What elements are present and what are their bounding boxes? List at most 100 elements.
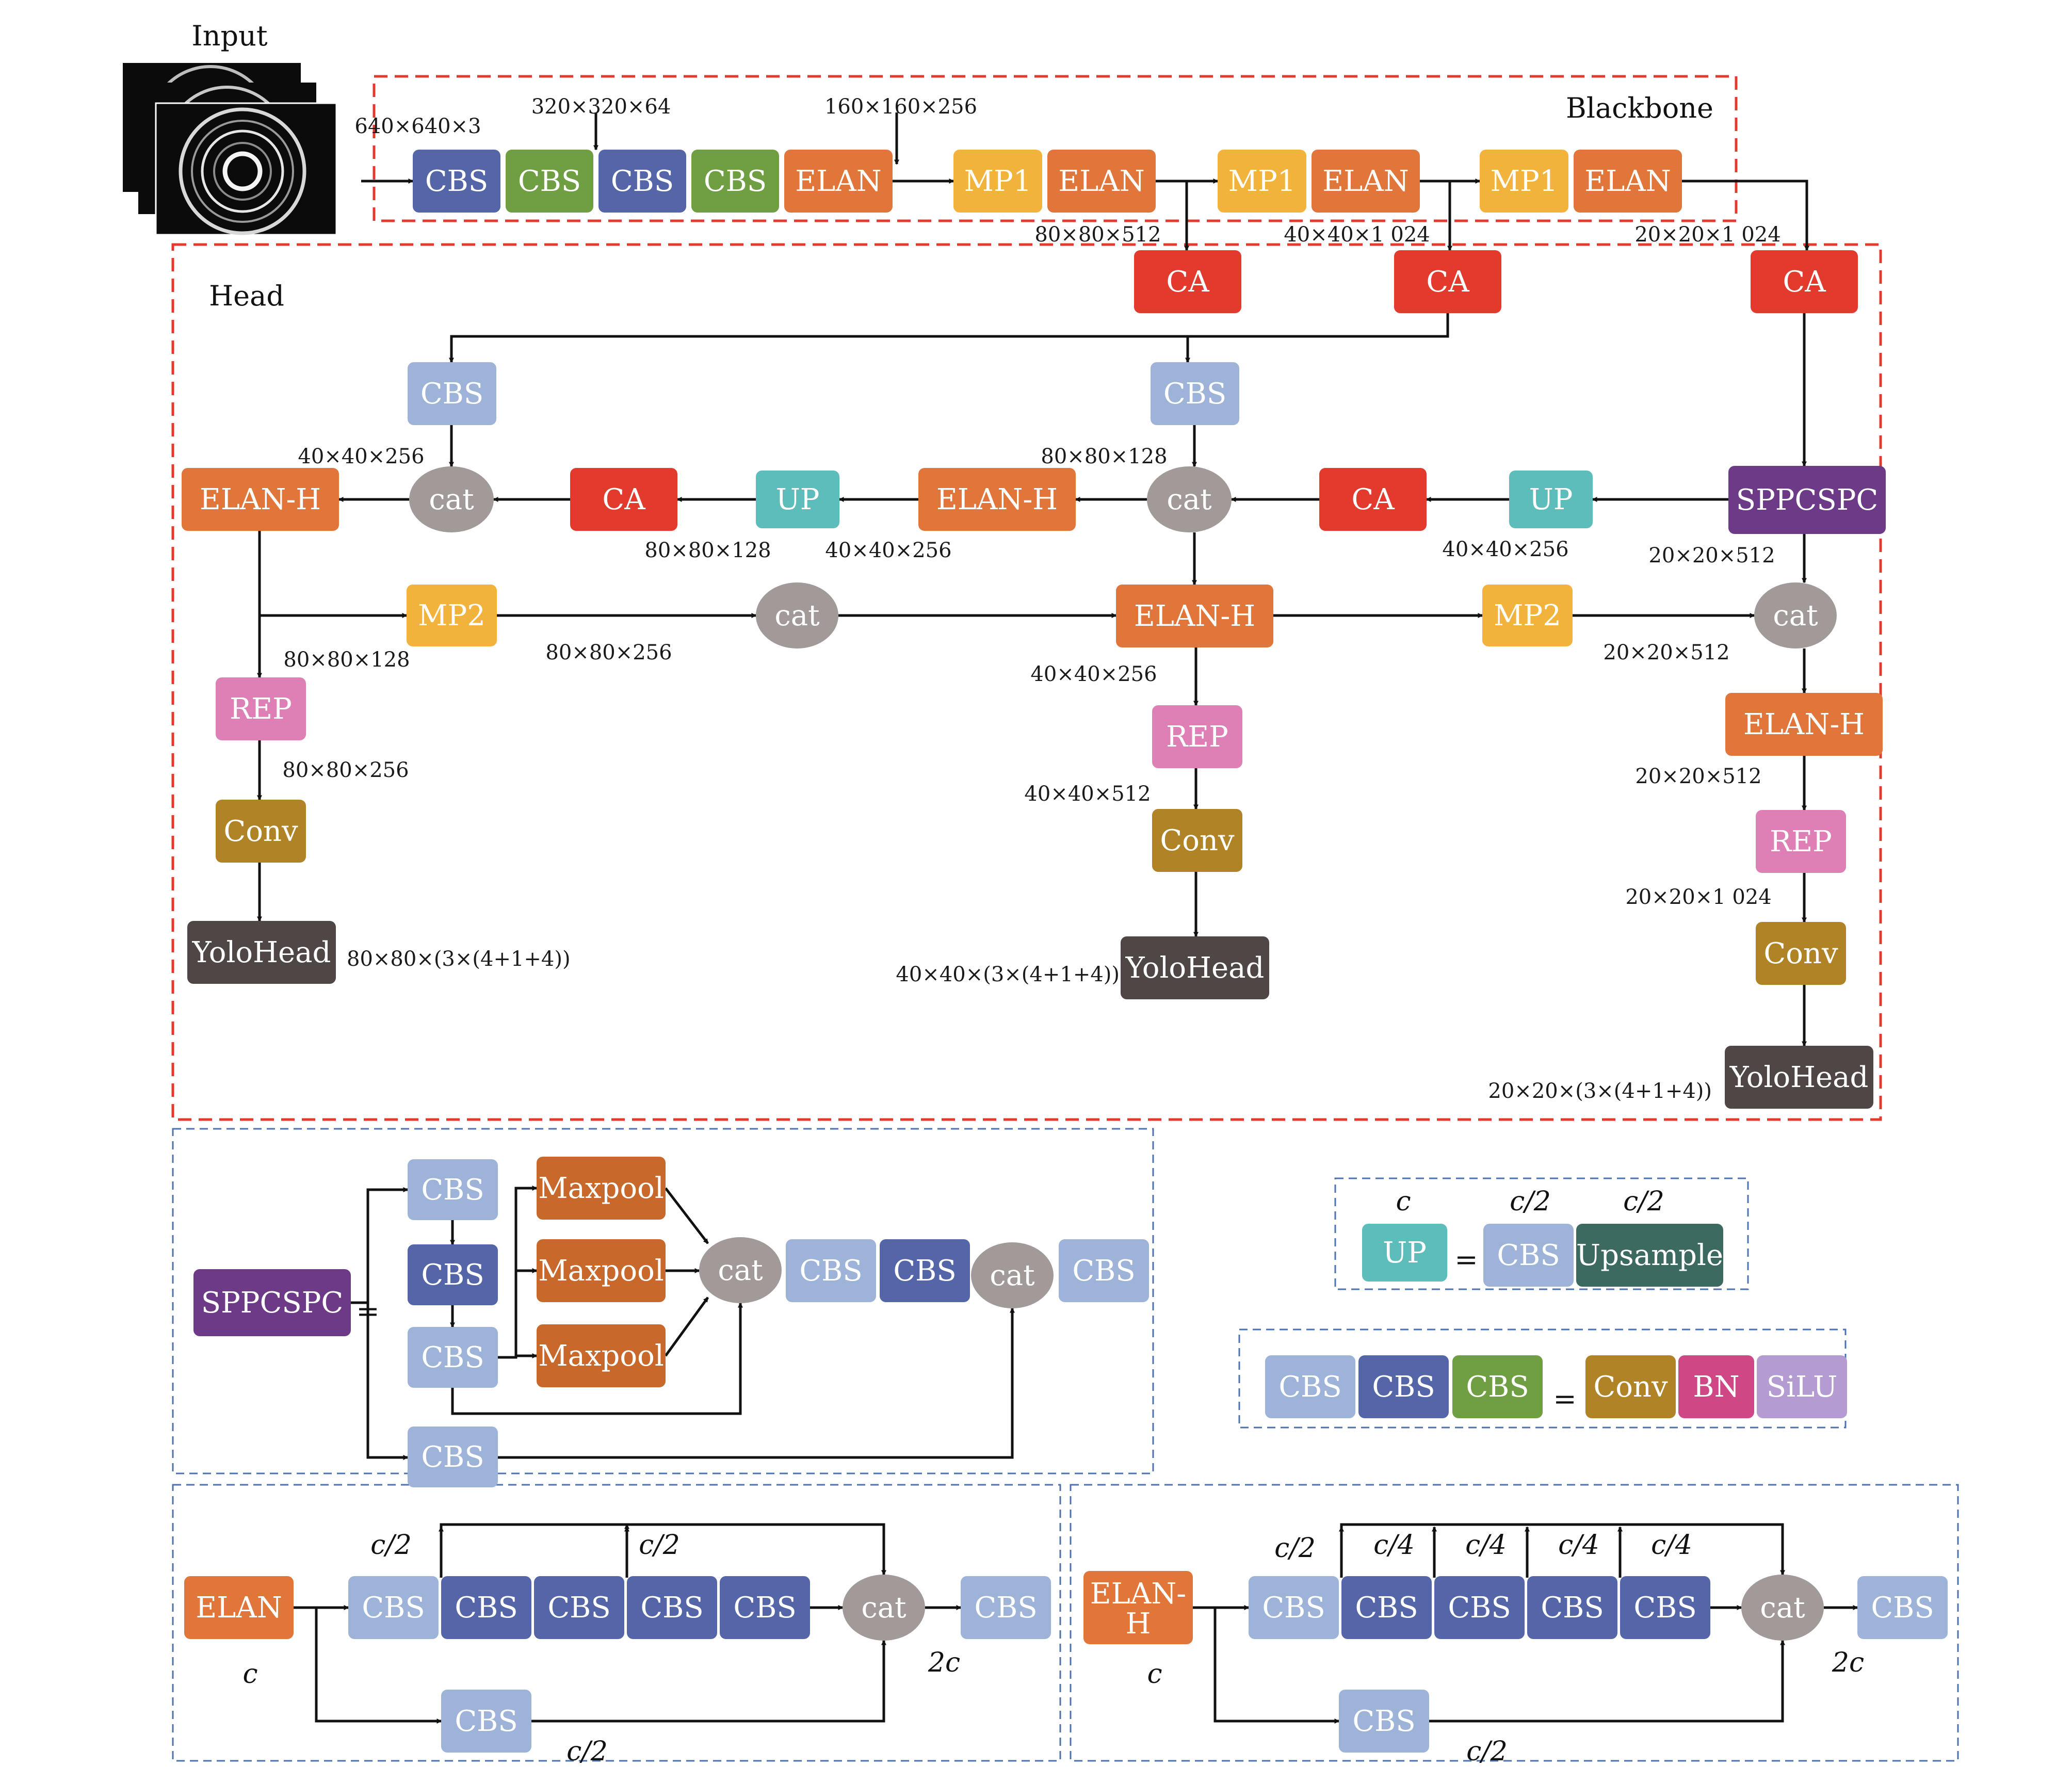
cbs-block-shape xyxy=(1483,1224,1574,1287)
mp2-block: MP2 xyxy=(407,585,497,646)
cbs-block: CBS xyxy=(720,1576,810,1639)
mp2-block-shape xyxy=(407,585,497,646)
cbs-block-shape xyxy=(408,1426,498,1487)
equals-sign: = xyxy=(1454,1243,1478,1276)
shape-label-320: 320×320×64 xyxy=(531,95,671,119)
block-label: ELAN xyxy=(795,165,882,198)
legend-c: c xyxy=(1396,1186,1411,1217)
block-label: CBS xyxy=(421,1258,484,1292)
connector-arrow xyxy=(449,313,1449,363)
cbs-block: CBS xyxy=(408,1327,498,1388)
conv-block-shape xyxy=(1585,1355,1676,1418)
elanh-block-shape xyxy=(918,468,1076,531)
cbs-block: CBS xyxy=(1434,1576,1525,1639)
block-label: MP2 xyxy=(1494,599,1561,633)
elan-block-shape xyxy=(1047,150,1156,213)
cbs-block: CBS xyxy=(1151,362,1239,425)
cat-node-shape xyxy=(756,582,838,649)
block-label: SiLU xyxy=(1767,1370,1838,1404)
elan-label-c: c xyxy=(242,1659,257,1690)
elanh-label-2c: 2c xyxy=(1832,1647,1864,1678)
conv-block-shape xyxy=(1756,922,1846,985)
cat-node-shape xyxy=(699,1237,782,1303)
cat-node: cat xyxy=(1147,466,1232,532)
cbs-block-shape xyxy=(348,1576,439,1639)
cat-label: cat xyxy=(1167,483,1212,516)
maxpool-block: Maxpool xyxy=(537,1157,666,1220)
block-label: Conv xyxy=(1593,1370,1668,1404)
backbone-title: Blackbone xyxy=(1566,92,1713,124)
cbs-block: CBS xyxy=(691,150,779,213)
cbs-block: CBS xyxy=(1483,1224,1574,1287)
elanh-block: ELAN-H xyxy=(1116,585,1273,647)
shape-label: 20×20×512 xyxy=(1635,765,1761,788)
ca-block-shape xyxy=(1134,250,1241,313)
cbs-block: CBS xyxy=(408,1159,498,1220)
ca-block: CA xyxy=(570,468,677,531)
cbs-block: CBS xyxy=(961,1576,1051,1639)
cbs-block-shape xyxy=(1857,1576,1948,1639)
input-shape-label: 640×640×3 xyxy=(354,115,481,138)
cbs-block-shape xyxy=(1358,1355,1449,1418)
upsample-block-shape xyxy=(1576,1224,1723,1287)
shape-label-40-1024: 40×40×1 024 xyxy=(1284,223,1430,247)
equals-sign: = xyxy=(1553,1383,1576,1415)
elanh-block: ELAN-H xyxy=(918,468,1076,531)
cbs-block: CBS xyxy=(1358,1355,1449,1418)
cbs-block: CBS xyxy=(506,150,593,213)
block-label: Conv xyxy=(1160,824,1235,857)
connector-arrow xyxy=(531,1640,886,1723)
shape-label: 80×80×128 xyxy=(644,539,771,562)
elanh-block-shape xyxy=(1116,585,1273,647)
maxpool-block: Maxpool xyxy=(537,1239,666,1302)
block-label: YoloHead xyxy=(1729,1061,1869,1094)
elan-label-c-half: c/2 xyxy=(370,1530,412,1561)
elanh-detail-frame xyxy=(1070,1484,1959,1762)
block-label: UP xyxy=(1383,1236,1427,1270)
block-label: CBS xyxy=(420,377,483,411)
yolohead-block-shape xyxy=(1121,936,1269,999)
silu-block: SiLU xyxy=(1757,1355,1847,1418)
maxpool-block-shape xyxy=(537,1324,666,1387)
connector-arrow xyxy=(1429,1640,1785,1723)
maxpool-block-shape xyxy=(537,1157,666,1220)
cbs-block-shape xyxy=(1527,1576,1617,1639)
block-label: ELAN-H xyxy=(936,483,1058,516)
block-label: SPPCSPC xyxy=(201,1286,343,1320)
cbs-block-shape xyxy=(1059,1239,1149,1302)
block-label: UP xyxy=(1529,483,1573,516)
connector-lines xyxy=(257,112,1858,1724)
block-label: CBS xyxy=(733,1591,796,1625)
cbs-block-shape xyxy=(408,1159,498,1220)
elan-block-shape xyxy=(784,150,893,213)
block-label: CBS xyxy=(640,1591,703,1625)
connector-arrow xyxy=(1213,1608,1340,1724)
equals-sign: = xyxy=(356,1295,379,1327)
cbs-detail-frame xyxy=(1238,1328,1847,1429)
block-label: CBS xyxy=(1072,1254,1135,1288)
conv-block: Conv xyxy=(1756,922,1846,985)
shape-label-80-512: 80×80×512 xyxy=(1034,223,1161,247)
cat-node-shape xyxy=(1754,582,1837,649)
mp1-block-shape xyxy=(1218,150,1306,213)
mp1-block-shape xyxy=(953,150,1042,213)
block-label: REP xyxy=(230,692,292,726)
elan-label-2c: 2c xyxy=(928,1647,960,1678)
maxpool-block: Maxpool xyxy=(537,1324,666,1387)
shape-label: 80×80×128 xyxy=(1041,445,1167,468)
silu-block-shape xyxy=(1757,1355,1847,1418)
block-label: CBS xyxy=(518,165,581,198)
shape-label: 20×20×1 024 xyxy=(1625,885,1771,909)
block-label: SPPCSPC xyxy=(1736,483,1878,517)
cbs-block-shape xyxy=(441,1690,531,1753)
cbs-block: CBS xyxy=(1452,1355,1543,1418)
block-label: CBS xyxy=(974,1591,1037,1625)
cbs-block-shape xyxy=(1452,1355,1543,1418)
cat-label: cat xyxy=(718,1254,763,1287)
mp1-block: MP1 xyxy=(953,150,1042,213)
shape-label: 40×40×256 xyxy=(1030,662,1157,686)
block-label: CBS xyxy=(1541,1591,1604,1625)
block-label: Maxpool xyxy=(538,1339,664,1373)
elan-block: ELAN xyxy=(1574,150,1682,213)
block-label: CA xyxy=(1426,265,1469,299)
